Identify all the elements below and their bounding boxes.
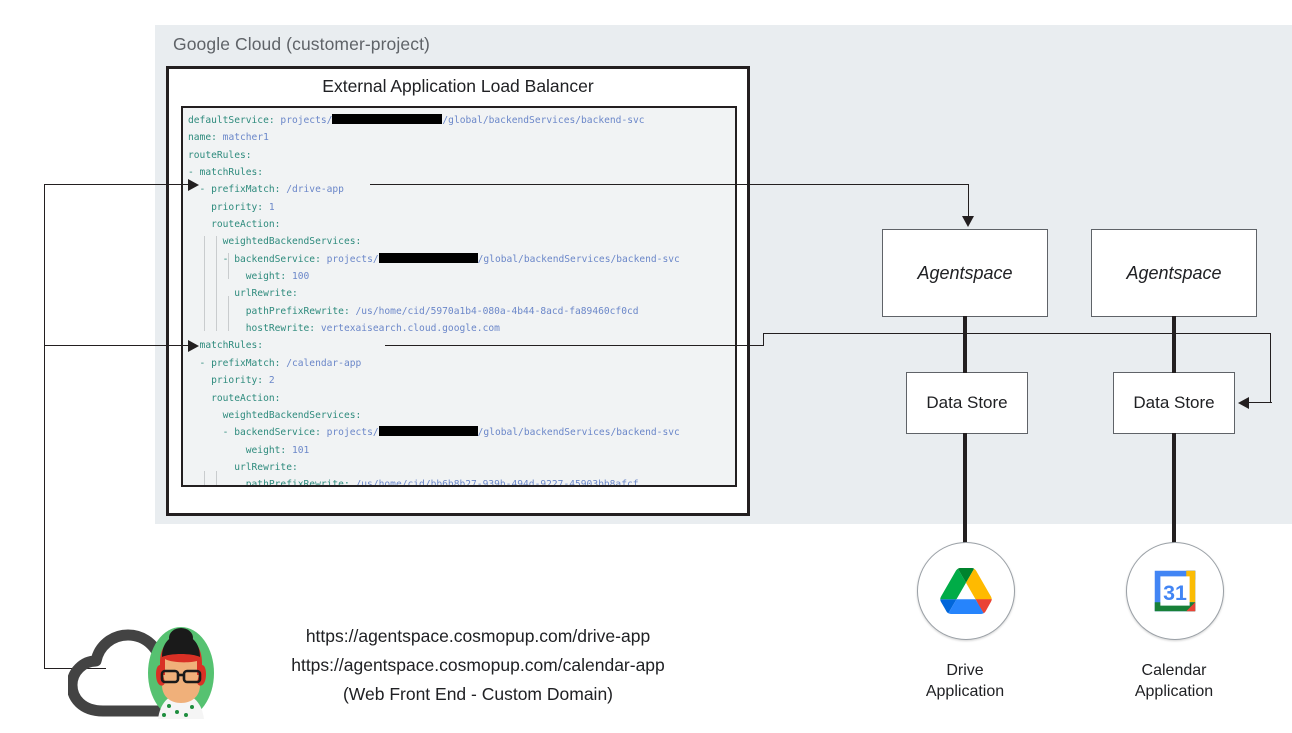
yaml-line: defaultService: projects//global/backend… <box>188 114 645 126</box>
drive-application-circle[interactable] <box>917 542 1015 640</box>
data-store-right-label: Data Store <box>1133 393 1215 412</box>
url-calendar-app[interactable]: https://agentspace.cosmopup.com/calendar… <box>291 655 665 675</box>
yaml-line: - backendService: projects//global/backe… <box>188 426 680 439</box>
yaml-line: weightedBackendServices: <box>188 236 362 248</box>
data-store-box-right[interactable]: Data Store <box>1113 372 1235 434</box>
url-drive-app[interactable]: https://agentspace.cosmopup.com/drive-ap… <box>305 626 651 646</box>
datastore-left-to-drive-app-line <box>963 433 967 543</box>
frontend-to-calendar-rule-line <box>44 345 196 347</box>
agentspace-box-right[interactable]: Agentspace <box>1091 229 1257 317</box>
yaml-line: weight: 100 <box>188 271 310 283</box>
datastore-right-arrowhead <box>1238 396 1249 409</box>
load-balancer-title: External Application Load Balancer <box>322 76 594 96</box>
yaml-line: pathPrefixRewrite: /us/home/cid/5970a1b4… <box>188 305 639 317</box>
redacted-project-id <box>378 252 478 263</box>
calendar-rule-to-datastore-h2 <box>763 333 1271 335</box>
calendar-rule-to-datastore-h1 <box>385 345 764 347</box>
frontend-to-drive-rule-line <box>44 184 196 186</box>
calendar-rule-to-datastore-v2 <box>1270 333 1272 403</box>
agentspace-right-label: Agentspace <box>1126 262 1222 283</box>
drive-rule-to-agentspace-v <box>967 184 969 217</box>
drive-label-line2: Application <box>925 683 1005 700</box>
datastore-right-to-calendar-app-line <box>1172 433 1176 543</box>
calendar-label-line2: Application <box>1134 683 1214 700</box>
yaml-line: routeRules: <box>188 149 252 161</box>
yaml-line: pathPrefixRewrite: /us/home/cid/bb6b8b27… <box>188 479 639 487</box>
calendar-application-circle[interactable]: 31 <box>1126 542 1224 640</box>
drive-label-line1: Drive <box>946 662 984 679</box>
yaml-line: weightedBackendServices: <box>188 409 362 421</box>
url-map-yaml-block: defaultService: projects//global/backend… <box>181 106 737 487</box>
calendar-rule-arrowhead <box>188 340 199 352</box>
calendar-rule-to-datastore-h3 <box>1248 402 1272 404</box>
yaml-line: - matchRules: <box>188 167 264 179</box>
yaml-line: urlRewrite: <box>188 288 298 300</box>
yaml-line: urlRewrite: <box>188 461 298 473</box>
front-end-url-block: https://agentspace.cosmopup.com/drive-ap… <box>238 622 718 709</box>
yaml-line: routeAction: <box>188 392 281 404</box>
redacted-project-id <box>332 114 443 124</box>
agentspace-left-label: Agentspace <box>917 262 1013 283</box>
agentspace-box-left[interactable]: Agentspace <box>882 229 1048 317</box>
yaml-line: priority: 2 <box>188 375 275 387</box>
drive-rule-arrowhead <box>188 179 199 191</box>
yaml-line: name: matcher1 <box>188 132 269 144</box>
yaml-line: - backendService: projects//global/backe… <box>188 252 680 265</box>
yaml-line: - prefixMatch: /calendar-app <box>188 357 362 369</box>
agentspace-left-to-datastore-left-line <box>963 316 967 373</box>
yaml-line: weight: 101 <box>188 444 310 456</box>
google-drive-icon <box>940 568 992 614</box>
google-calendar-icon: 31 <box>1154 570 1196 612</box>
agentspace-left-arrowhead <box>962 216 975 227</box>
yaml-line: priority: 1 <box>188 201 275 213</box>
front-end-caption: (Web Front End - Custom Domain) <box>342 684 614 704</box>
yaml-line: routeAction: <box>188 219 281 231</box>
calendar-rule-to-datastore-v1 <box>763 333 765 346</box>
frontend-trunk-vertical <box>44 184 46 669</box>
user-avatar-icon <box>148 627 214 719</box>
drive-rule-to-agentspace-h <box>370 184 969 186</box>
data-store-box-left[interactable]: Data Store <box>906 372 1028 434</box>
redacted-project-id <box>378 426 478 437</box>
yaml-line: hostRewrite: vertexaisearch.cloud.google… <box>188 323 500 335</box>
data-store-left-label: Data Store <box>926 393 1008 412</box>
yaml-code-text: defaultService: projects//global/backend… <box>188 112 680 487</box>
agentspace-right-to-datastore-right-line <box>1172 316 1176 373</box>
drive-application-label: Drive Application <box>870 660 1060 702</box>
google-cloud-panel-title: Google Cloud (customer-project) <box>173 34 430 54</box>
calendar-application-label: Calendar Application <box>1079 660 1269 702</box>
yaml-line: - prefixMatch: /drive-app <box>188 184 344 196</box>
calendar-label-line1: Calendar <box>1141 662 1207 679</box>
calendar-day-number: 31 <box>1163 581 1187 605</box>
